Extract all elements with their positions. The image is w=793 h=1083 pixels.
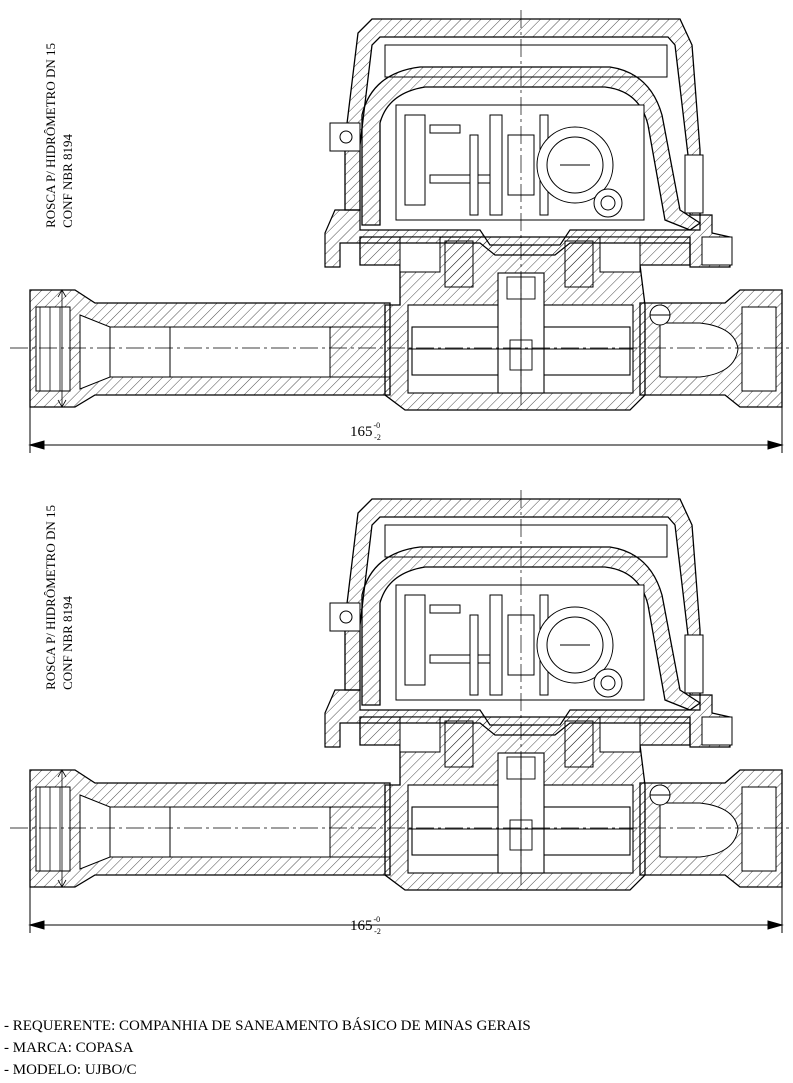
section-view-1: ROSCA P/ HIDRÔMETRO DN 15 CONF NBR 8194 … [0,5,793,485]
outlet-bore [649,304,777,392]
dimension-value: 165 [350,918,373,934]
requester-notes: - REQUERENTE: COMPANHIA DE SANEAMENTO BÁ… [4,1015,531,1081]
inner-dome [361,66,702,231]
meter-section-drawing [0,485,793,965]
center-lines [10,490,790,890]
note-modelo: - MODELO: UJBO/C [4,1062,137,1078]
dimension-line [28,407,784,453]
inlet-bore [35,786,390,872]
meter-section-drawing [0,5,793,485]
thread-spec-label: ROSCA P/ HIDRÔMETRO DN 15 CONF NBR 8194 [42,43,76,228]
thread-spec-line-1: ROSCA P/ HIDRÔMETRO DN 15 [43,505,58,690]
thread-spec-label: ROSCA P/ HIDRÔMETRO DN 15 CONF NBR 8194 [42,505,76,690]
impeller-blades [399,716,641,768]
separator-plate [324,209,731,268]
register-cap [344,498,701,696]
outlet-bore [649,784,777,872]
overall-length-dimension: 165-0 -2 [350,915,387,936]
separator-plate [324,689,731,748]
thread-spec-line-1: ROSCA P/ HIDRÔMETRO DN 15 [43,43,58,228]
dimension-value: 165 [350,424,373,440]
section-view-2: ROSCA P/ HIDRÔMETRO DN 15 CONF NBR 8194 … [0,485,793,965]
inner-dome [361,546,702,711]
tolerance-lower: -2 [374,927,381,936]
note-marca: - MARCA: COPASA [4,1040,134,1056]
center-lines [10,10,790,410]
tolerance-upper: -0 [373,421,381,430]
note-requerente: - REQUERENTE: COMPANHIA DE SANEAMENTO BÁ… [4,1018,531,1034]
tolerance-lower: -2 [374,433,381,442]
register-cap [344,18,701,216]
overall-length-dimension: 165-0 -2 [350,421,387,442]
thread-spec-line-2: CONF NBR 8194 [60,596,75,690]
register-gears [395,584,645,701]
thread-spec-line-2: CONF NBR 8194 [60,134,75,228]
dimension-line [28,887,784,933]
register-gears [395,104,645,221]
inlet-bore [35,306,390,392]
tolerance-upper: -0 [373,915,381,924]
